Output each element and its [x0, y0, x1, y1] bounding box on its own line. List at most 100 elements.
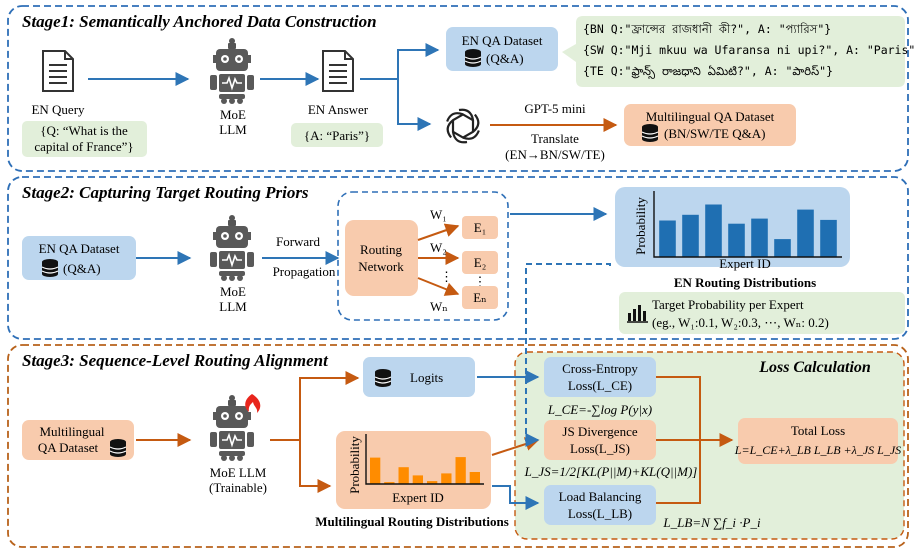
stage1-title: Stage1: Semantically Anchored Data Const…: [22, 12, 377, 31]
target-prob-example: (eg., W₁:0.1, W₂:0.3, ⋯, Wₙ: 0.2): [652, 315, 829, 330]
ml-chart-ylabel: Probability: [347, 436, 362, 494]
arrow-answer-to-en-dataset: [360, 43, 440, 80]
en-chart-bar-4: [728, 223, 745, 257]
en-chart-xlabel: Expert ID: [719, 256, 771, 271]
stage2-moe-label-1: MoE: [220, 284, 246, 299]
arrow-target-prior-to-js: [525, 263, 611, 447]
expert-e2: [462, 251, 498, 274]
total-loss-title: Total Loss: [791, 423, 845, 438]
en-chart-bar-8: [820, 219, 837, 257]
en-chart-bar-7: [797, 209, 814, 257]
stage2-en-qa-dataset-title: EN QA Dataset: [39, 241, 120, 256]
forward-label-1: Forward: [276, 234, 321, 249]
lb-loss-box: [544, 485, 656, 525]
stage3-frame: [7, 344, 909, 548]
ml-chart-bar-8: [469, 472, 480, 484]
stage1-multilingual-dataset-box: [624, 104, 796, 146]
stage2-moe-label-2: LLM: [219, 299, 247, 314]
stage3-moe-label-2: (Trainable): [209, 480, 267, 495]
weight-w2: W₂: [430, 240, 447, 255]
stage2-title: Stage2: Capturing Target Routing Priors: [22, 183, 309, 202]
en-answer-text: {A: “Paris”}: [304, 128, 370, 143]
stage3-moe-label-1: MoE LLM: [210, 465, 267, 480]
openai-logo-icon: [446, 108, 480, 144]
database-icon: [109, 438, 127, 458]
en-query-text-1: {Q: “What is the: [40, 123, 128, 138]
ce-formula: L_CE=-∑log P(y|x): [547, 402, 652, 417]
ml-chart-bar-6: [441, 473, 452, 484]
ml-chart-bar-5: [427, 481, 438, 484]
translated-sample-te: {TE Q:"ఫ్రాన్స్ రాజధాని ఏమిటి?", A: "పార…: [583, 64, 833, 79]
arrow-router-to-e1: [417, 223, 460, 241]
weight-wn: Wₙ: [430, 299, 448, 314]
en-chart-bar-5: [751, 218, 768, 257]
bar-chart-icon: [627, 305, 648, 323]
database-icon: [41, 258, 59, 278]
lb-loss-title: Load Balancing: [559, 489, 642, 504]
en-answer-box: [291, 123, 383, 147]
flame-icon: [245, 394, 261, 413]
en-query-label: EN Query: [31, 102, 85, 117]
document-icon: [42, 50, 74, 92]
arrow-answer-to-translator: [397, 79, 432, 131]
lb-loss-name: Loss(L_LB): [568, 506, 632, 521]
expert-e1: [462, 216, 498, 239]
stage1-frame: [7, 5, 909, 172]
stage1-en-qa-dataset-sub: (Q&A): [486, 51, 524, 66]
en-chart-axes: [653, 191, 842, 258]
database-icon: [374, 368, 392, 388]
ml-chart-caption: Multilingual Routing Distributions: [315, 514, 509, 529]
js-loss-title: JS Divergence: [562, 424, 637, 439]
routing-network-label-1: Routing: [360, 242, 402, 257]
en-chart-bar-2: [682, 214, 699, 257]
stage1-multilingual-dataset-sub: (BN/SW/TE Q&A): [664, 126, 765, 141]
arrow-llm-to-logits: [270, 371, 360, 441]
translated-samples-callout: [562, 16, 905, 87]
js-loss-name: Loss(L_JS): [570, 441, 630, 456]
routing-network-box: [345, 220, 418, 296]
loss-calculation-title: Loss Calculation: [758, 359, 871, 376]
translator-model-label: GPT-5 mini: [524, 101, 586, 116]
translate-label-1: Translate: [531, 131, 579, 146]
weight-w1: W₁: [430, 207, 447, 222]
connector-ce: [656, 376, 701, 440]
total-loss-formula: L=L_CE+λ_LB L_LB +λ_JS L_JS: [734, 443, 901, 457]
database-icon: [464, 48, 482, 68]
js-formula: L_JS=1/2[KL(P||M)+KL(Q||M)]: [524, 464, 698, 479]
expert-e2-label: E₂: [474, 255, 486, 270]
ml-chart-xlabel: Expert ID: [392, 490, 444, 505]
database-icon: [641, 123, 659, 143]
ml-chart-bar-2: [384, 482, 395, 484]
forward-label-2: Propagation: [273, 264, 336, 279]
en-chart-bar-1: [659, 220, 676, 257]
lb-formula: L_LB=N ∑f_i ·P_i: [662, 515, 761, 530]
connector-lb: [656, 440, 701, 504]
expert-e1-label: E₁: [474, 220, 486, 235]
stage3-multilingual-dataset-title: Multilingual: [40, 424, 105, 439]
ml-routing-chart: [365, 434, 484, 485]
stage2-en-qa-dataset-sub: (Q&A): [63, 261, 101, 276]
stage3-multilingual-dataset-box: [22, 420, 134, 460]
js-loss-box: [544, 420, 656, 460]
en-query-text-2: capital of France”}: [34, 139, 133, 154]
ce-loss-name: Loss(L_CE): [568, 378, 632, 393]
routing-network-label-2: Network: [358, 259, 404, 274]
arrow-ml-chart-to-lb: [492, 485, 540, 510]
ml-routing-chart-box: [336, 431, 491, 509]
ce-loss-box: [544, 357, 656, 397]
ml-chart-bar-3: [398, 467, 409, 484]
robot-icon: [209, 214, 255, 282]
expert-en: [462, 286, 498, 309]
stage1-moe-label-2: LLM: [219, 122, 247, 137]
en-chart-bar-3: [705, 204, 722, 257]
weight-ellipsis: ⋮: [440, 269, 453, 284]
en-answer-label: EN Answer: [308, 102, 369, 117]
logits-box: [363, 357, 475, 397]
stage1-en-qa-dataset-title: EN QA Dataset: [462, 33, 543, 48]
arrow-llm-to-ml-chart: [299, 440, 332, 493]
target-prob-box: [619, 292, 905, 334]
translated-sample-bn: {BN Q:"ফ্রান্সের রাজধানী কী?", A: "প্যার…: [583, 22, 831, 36]
ml-chart-bar-4: [412, 475, 423, 484]
stage3-multilingual-dataset-sub: QA Dataset: [38, 440, 99, 455]
